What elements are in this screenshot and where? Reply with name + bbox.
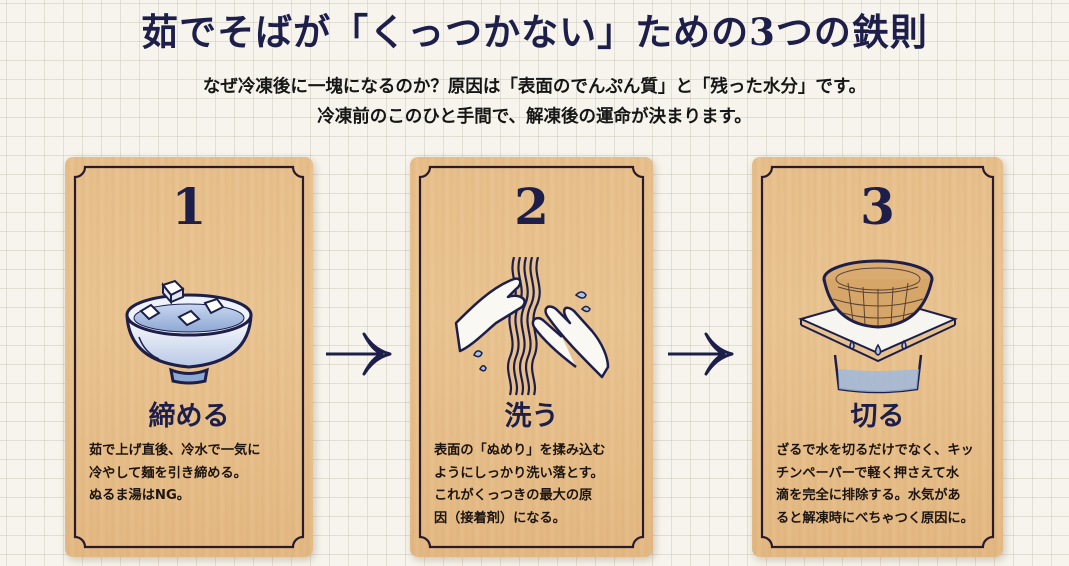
- ice-water-bowl-icon: [65, 252, 313, 402]
- step-card-1: 1 締: [65, 157, 313, 557]
- page-title: 茹でそばが「くっつかない」ための3つの鉄則: [141, 10, 928, 54]
- step-number: 2: [514, 177, 549, 236]
- step-heading: 洗う: [504, 401, 559, 432]
- subtitle: なぜ冷凍後に一塊になるのか？原因は「表面のでんぷん質」と「残った水分」です。 冷…: [0, 72, 1069, 132]
- subtitle-line-1: なぜ冷凍後に一塊になるのか？原因は「表面のでんぷん質」と「残った水分」です。: [202, 77, 867, 97]
- step-number: 3: [860, 177, 895, 236]
- step-description: 表面の「ぬめり」を揉み込む ようにしっかり洗い落とす。 これがくっつきの最大の原…: [434, 443, 606, 526]
- step-card-2: 2 洗う 表面の「ぬめり」を揉み込む ようにしっかり洗い落とす。 これがくっつき…: [410, 157, 653, 557]
- hands-washing-noodles-icon: [410, 252, 653, 402]
- card-frame: [418, 165, 645, 549]
- colander-paper-towel-icon: [752, 252, 1003, 402]
- step-number: 1: [171, 177, 207, 236]
- right-arrow-icon: [322, 330, 394, 378]
- subtitle-line-2: 冷凍前のこのひと手間で、解凍後の運命が決まります。: [317, 107, 752, 127]
- step-heading: 締める: [148, 401, 230, 432]
- right-arrow-icon: [664, 330, 736, 378]
- card-frame: [760, 165, 995, 549]
- step-heading: 切る: [850, 401, 905, 432]
- step-description: ざるで水を切るだけでなく、キッ チンペーパーで軽く押さえて水 滴を完全に排除する…: [776, 443, 974, 526]
- card-frame: [73, 165, 305, 549]
- step-card-3: 3 切る ざるで水を切るだけでなく、キッ チンペーパーで軽く押: [752, 157, 1003, 557]
- step-description: 茹で上げ直後、冷水で一気に 冷やして麺を引き締める。 ぬるま湯はNG。: [89, 443, 261, 503]
